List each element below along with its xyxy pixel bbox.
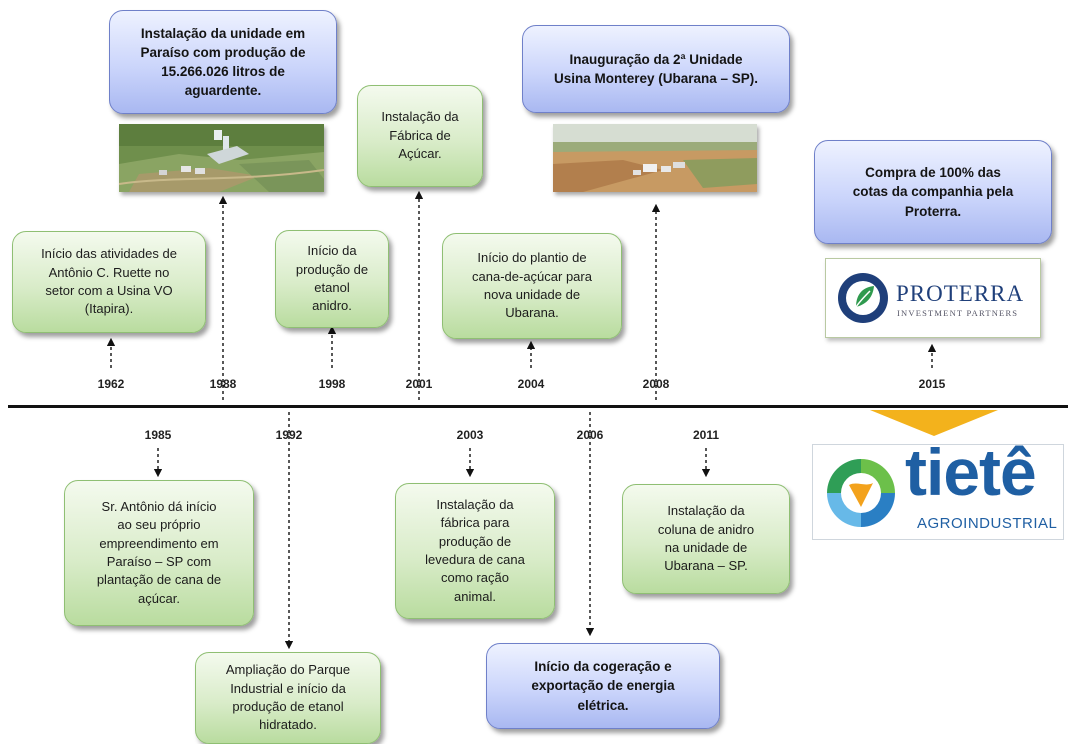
tiete-logo: tietê AGROINDUSTRIAL xyxy=(812,439,1064,540)
year-label-2011: 2011 xyxy=(692,428,720,442)
event-box-2003: Instalação da fábrica para produção de l… xyxy=(395,483,555,619)
event-box-2004: Início do plantio de cana-de-açúcar para… xyxy=(442,233,622,339)
proterra-logo: PROTERRA INVESTMENT PARTNERS xyxy=(825,258,1041,338)
tiete-tagline: AGROINDUSTRIAL xyxy=(917,515,1058,532)
photo-paraiso-unit xyxy=(119,124,324,192)
year-label-1962: 1962 xyxy=(97,377,125,391)
year-label-2004: 2004 xyxy=(517,377,545,391)
proterra-name: PROTERRA xyxy=(896,281,1025,306)
year-label-2008: 2008 xyxy=(642,377,670,391)
event-box-1985: Sr. Antônio dá início ao seu próprio emp… xyxy=(64,480,254,626)
year-label-1998: 1998 xyxy=(318,377,346,391)
proterra-tagline: INVESTMENT PARTNERS xyxy=(897,308,1019,318)
tiete-emblem-icon xyxy=(823,455,899,531)
year-label-2006: 2006 xyxy=(576,428,604,442)
event-box-2008: Inauguração da 2ª Unidade Usina Monterey… xyxy=(522,25,790,113)
event-box-2011: Instalação da coluna de anidro na unidad… xyxy=(622,484,790,594)
proterra-emblem-icon xyxy=(838,273,888,323)
tiete-name: tietê xyxy=(905,435,1037,509)
yellow-pointer-icon xyxy=(870,410,998,436)
event-box-1992: Ampliação do Parque Industrial e início … xyxy=(195,652,381,744)
year-label-2015: 2015 xyxy=(918,377,946,391)
timeline-axis xyxy=(8,405,1068,408)
year-label-2001: 2001 xyxy=(405,377,433,391)
event-box-2006: Início da cogeração e exportação de ener… xyxy=(486,643,720,729)
event-box-1962: Início das atividades de Antônio C. Ruet… xyxy=(12,231,206,333)
year-label-2003: 2003 xyxy=(456,428,484,442)
photo-monterey-unit xyxy=(553,124,757,192)
year-label-1988: 1988 xyxy=(209,377,237,391)
year-label-1985: 1985 xyxy=(144,428,172,442)
event-box-2015: Compra de 100% das cotas da companhia pe… xyxy=(814,140,1052,244)
event-box-2001: Instalação da Fábrica de Açúcar. xyxy=(357,85,483,187)
year-label-1992: 1992 xyxy=(275,428,303,442)
event-box-1988: Instalação da unidade em Paraíso com pro… xyxy=(109,10,337,114)
event-box-1998: Início da produção de etanol anidro. xyxy=(275,230,389,328)
